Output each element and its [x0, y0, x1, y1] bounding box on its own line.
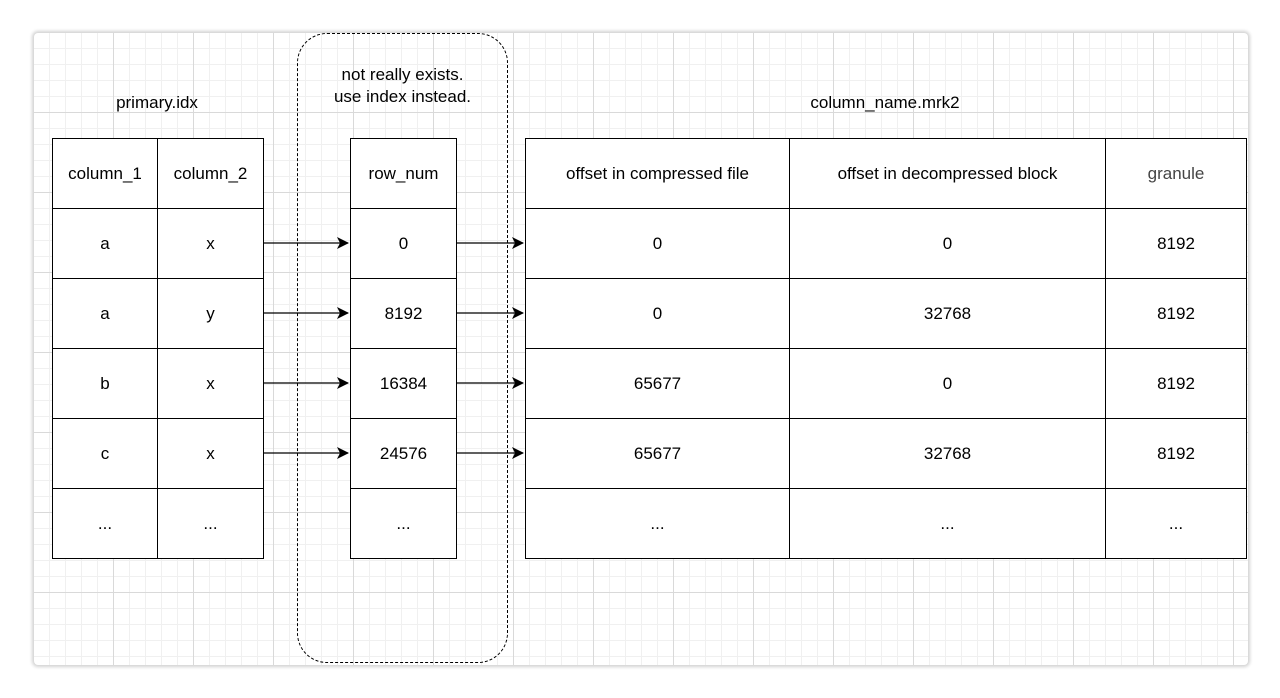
- note-line-1: not really exists.: [341, 65, 464, 84]
- column-1-header: column_1: [52, 138, 158, 209]
- table-cell: x: [157, 348, 264, 419]
- table-cell: 8192: [1105, 418, 1247, 489]
- table-cell: 0: [525, 208, 790, 279]
- table-row: c x: [52, 418, 264, 489]
- table-cell: 32768: [789, 418, 1106, 489]
- table-row: ... ... ...: [525, 488, 1247, 559]
- table-cell: 8192: [1105, 208, 1247, 279]
- table-cell: x: [157, 208, 264, 279]
- table-cell: 65677: [525, 418, 790, 489]
- mrk2-table: offset in compressed file offset in deco…: [525, 138, 1247, 559]
- primary-idx-table: column_1 column_2 a x a y b x c x ... ..…: [52, 138, 264, 559]
- table-header-row: column_1 column_2: [52, 138, 264, 209]
- table-row: 24576: [350, 418, 457, 489]
- table-row: 8192: [350, 278, 457, 349]
- note-label: not really exists. use index instead.: [297, 64, 508, 108]
- table-cell: c: [52, 418, 158, 489]
- table-row: 0 32768 8192: [525, 278, 1247, 349]
- table-cell: 32768: [789, 278, 1106, 349]
- row-num-table: row_num 0 8192 16384 24576 ...: [350, 138, 457, 559]
- table-cell: x: [157, 418, 264, 489]
- note-line-2: use index instead.: [333, 87, 472, 106]
- granule-header: granule: [1105, 138, 1247, 209]
- table-row: 0: [350, 208, 457, 279]
- table-row: 0 0 8192: [525, 208, 1247, 279]
- table-row: ... ...: [52, 488, 264, 559]
- table-cell: 24576: [350, 418, 457, 489]
- row-num-header: row_num: [350, 138, 457, 209]
- table-row: 65677 0 8192: [525, 348, 1247, 419]
- table-cell: ...: [157, 488, 264, 559]
- table-cell: 0: [525, 278, 790, 349]
- virtual-rownum-box: [297, 33, 508, 663]
- offset-decompressed-header: offset in decompressed block: [789, 138, 1106, 209]
- offset-compressed-header: offset in compressed file: [525, 138, 790, 209]
- table-cell: 0: [789, 348, 1106, 419]
- table-cell: ...: [52, 488, 158, 559]
- table-header-row: offset in compressed file offset in deco…: [525, 138, 1247, 209]
- table-cell: 8192: [1105, 348, 1247, 419]
- table-cell: ...: [1105, 488, 1247, 559]
- table-row: 16384: [350, 348, 457, 419]
- table-cell: ...: [350, 488, 457, 559]
- table-cell: 0: [789, 208, 1106, 279]
- primary-idx-label: primary.idx: [116, 93, 198, 112]
- table-cell: 0: [350, 208, 457, 279]
- table-cell: 65677: [525, 348, 790, 419]
- table-row: ...: [350, 488, 457, 559]
- table-row: a x: [52, 208, 264, 279]
- table-row: a y: [52, 278, 264, 349]
- table-cell: a: [52, 278, 158, 349]
- table-cell: 8192: [1105, 278, 1247, 349]
- table-cell: ...: [789, 488, 1106, 559]
- mrk2-label: column_name.mrk2: [810, 93, 960, 112]
- table-cell: b: [52, 348, 158, 419]
- table-header-row: row_num: [350, 138, 457, 209]
- table-cell: 8192: [350, 278, 457, 349]
- table-cell: y: [157, 278, 264, 349]
- column-2-header: column_2: [157, 138, 264, 209]
- table-row: b x: [52, 348, 264, 419]
- table-cell: 16384: [350, 348, 457, 419]
- table-cell: ...: [525, 488, 790, 559]
- table-cell: a: [52, 208, 158, 279]
- table-row: 65677 32768 8192: [525, 418, 1247, 489]
